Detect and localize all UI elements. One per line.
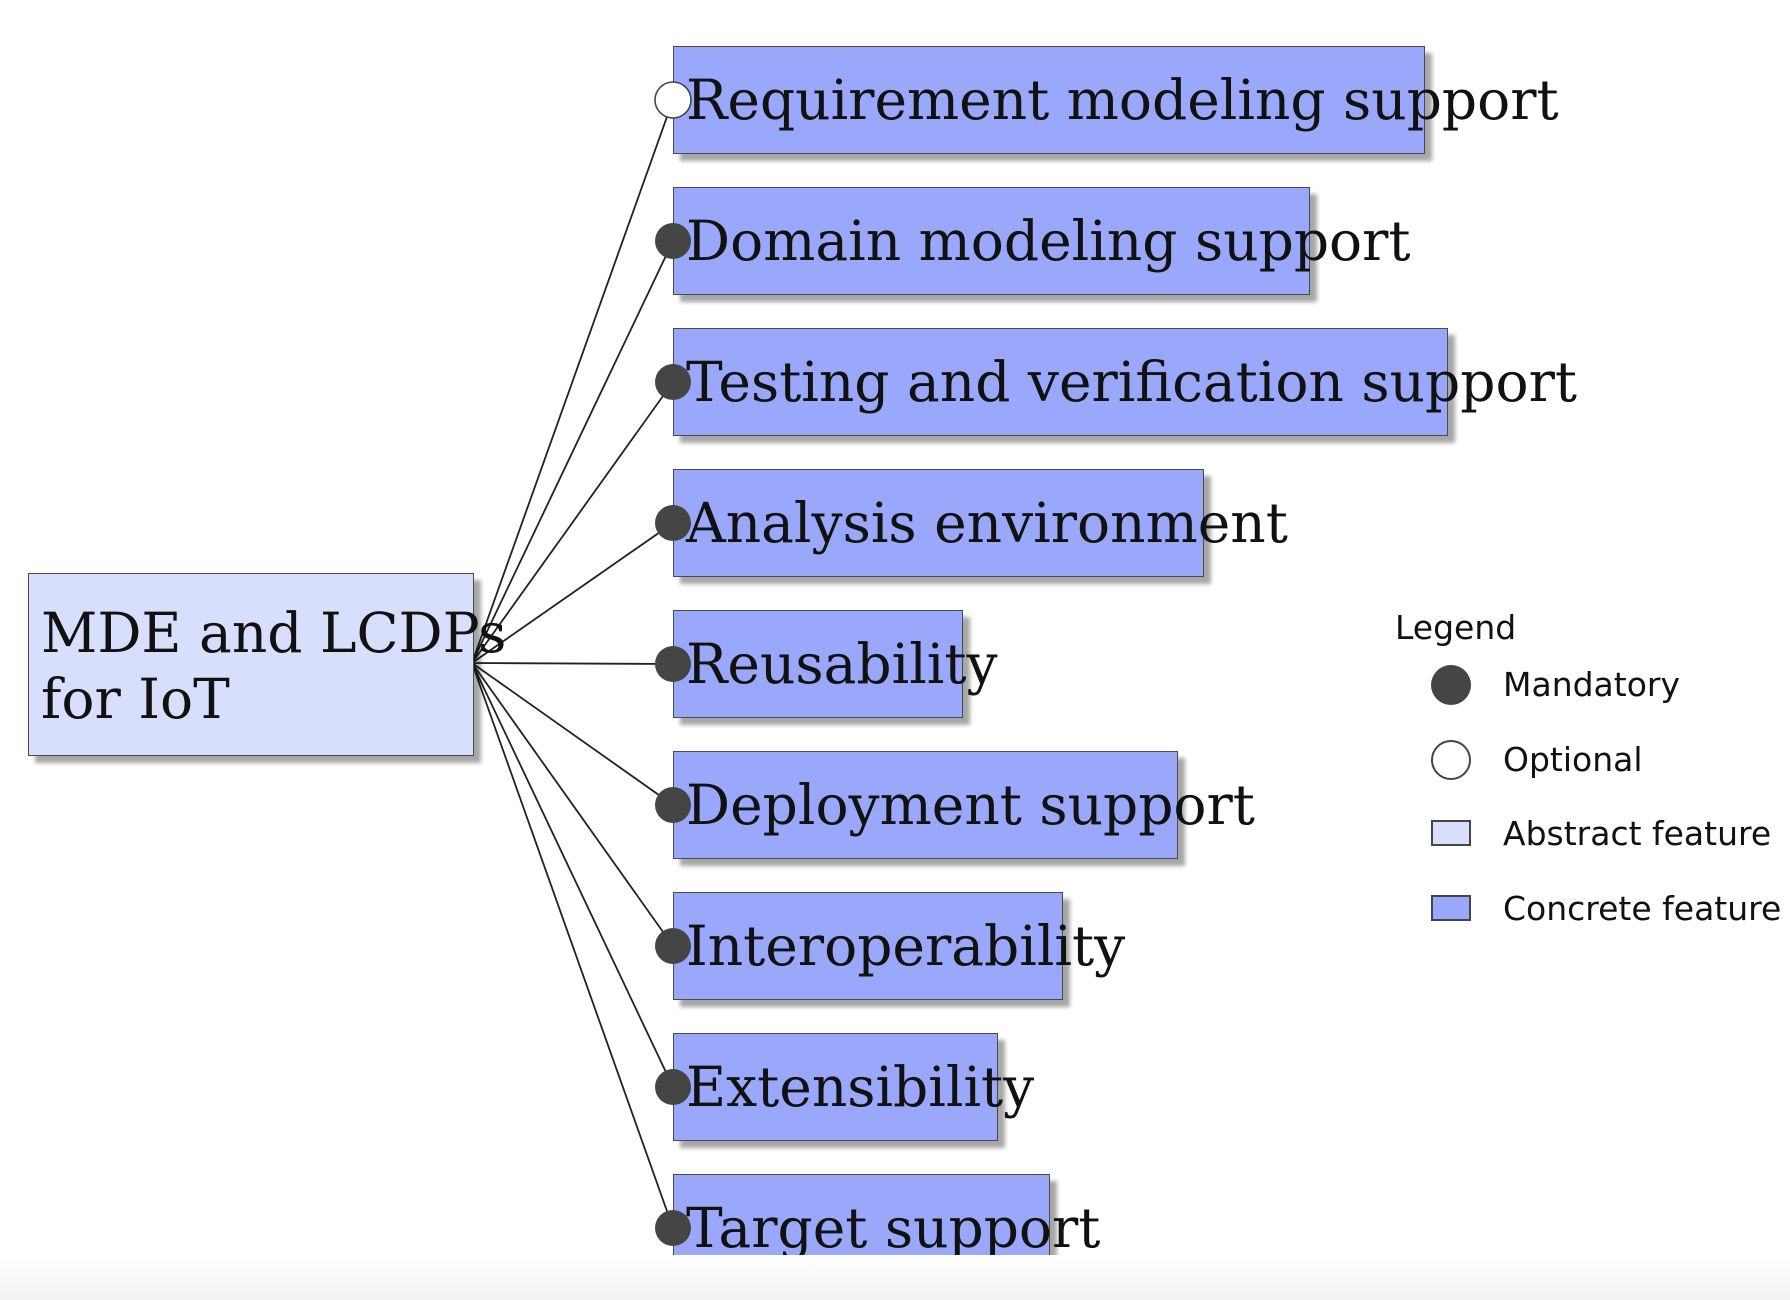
feature-domain-modeling: Domain modeling support xyxy=(673,187,1411,295)
edge-line xyxy=(471,662,674,947)
feature-label: Analysis environment xyxy=(686,491,1288,555)
legend-concrete-label: Concrete feature xyxy=(1503,889,1782,928)
feature-label: Domain modeling support xyxy=(686,209,1411,273)
mandatory-dot-icon xyxy=(655,787,691,823)
edge-line xyxy=(471,240,674,664)
mandatory-dot-icon xyxy=(655,928,691,964)
mandatory-dot-icon xyxy=(655,223,691,259)
edge-line xyxy=(471,522,674,664)
feature-label: Deployment support xyxy=(686,773,1255,837)
optional-circle-icon xyxy=(1431,740,1471,780)
feature-label: Testing and verification support xyxy=(686,350,1577,414)
mandatory-dot-icon xyxy=(655,505,691,541)
feature-testing-verification: Testing and verification support xyxy=(673,328,1577,436)
optional-circle-icon xyxy=(654,81,692,119)
feature-extensibility: Extensibility xyxy=(673,1033,1034,1141)
bottom-fade xyxy=(0,1255,1790,1300)
mandatory-dot-icon xyxy=(655,1069,691,1105)
mandatory-dot-icon xyxy=(655,364,691,400)
feature-label: Requirement modeling support xyxy=(686,68,1559,132)
feature-label: Extensibility xyxy=(686,1055,1035,1119)
legend-mandatory-label: Mandatory xyxy=(1503,665,1681,704)
feature-analysis-environment: Analysis environment xyxy=(673,469,1288,577)
edge-line xyxy=(471,662,674,806)
feature-interoperability: Interoperability xyxy=(673,892,1125,1000)
edge-line xyxy=(471,99,674,664)
root-label-line1: MDE and LCDPs xyxy=(41,601,507,665)
abstract-swatch-icon xyxy=(1431,820,1471,846)
feature-label: Target support xyxy=(686,1196,1101,1260)
edge-line xyxy=(471,662,674,665)
legend-title: Legend xyxy=(1395,608,1517,647)
feature-requirement-modeling: Requirement modeling support xyxy=(673,46,1559,154)
root-feature: MDE and LCDPs for IoT xyxy=(28,573,507,756)
feature-label: Reusability xyxy=(686,632,998,696)
concrete-swatch-icon xyxy=(1431,895,1471,921)
edge-line xyxy=(471,381,674,664)
feature-label: Interoperability xyxy=(686,914,1126,978)
mandatory-dot-icon xyxy=(655,646,691,682)
feature-deployment-support: Deployment support xyxy=(673,751,1255,859)
edge-line xyxy=(471,662,674,1229)
root-label-line2: for IoT xyxy=(41,667,230,731)
legend-abstract-label: Abstract feature xyxy=(1503,814,1772,853)
feature-reusability: Reusability xyxy=(673,610,998,718)
legend-optional-label: Optional xyxy=(1503,740,1643,779)
mandatory-dot-icon xyxy=(655,1210,691,1246)
mandatory-dot-icon xyxy=(1431,665,1471,705)
edge-line xyxy=(471,662,674,1088)
